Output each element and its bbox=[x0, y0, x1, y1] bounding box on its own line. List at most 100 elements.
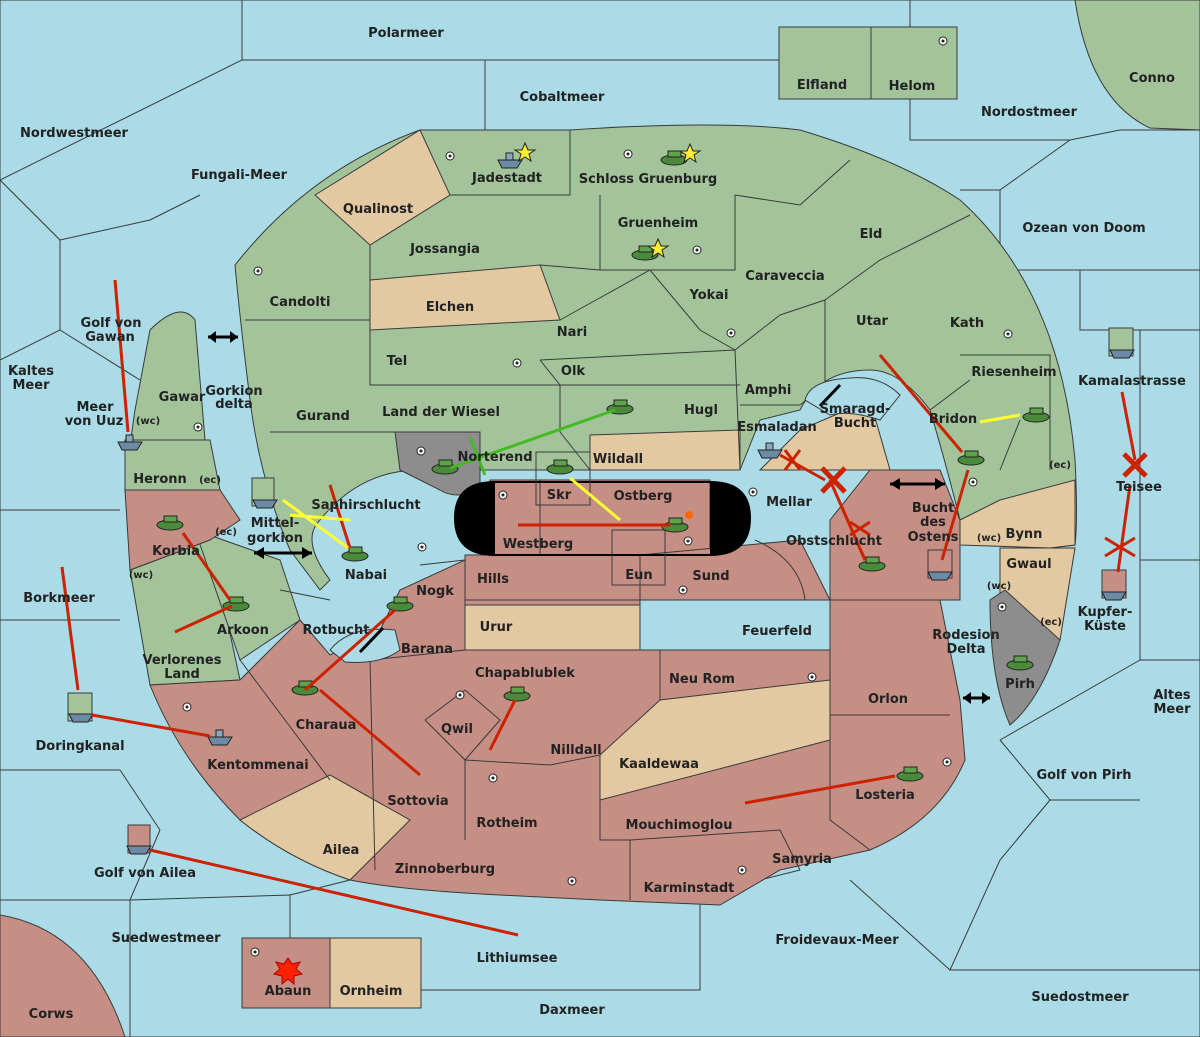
region-ornheim[interactable] bbox=[329, 937, 422, 1009]
tag-gwaul-ec: (ec) bbox=[1040, 617, 1062, 628]
tag-bynn-ec: (ec) bbox=[1049, 460, 1071, 471]
label-nordwestmeer: Nordwestmeer bbox=[20, 126, 128, 141]
region-elfland[interactable] bbox=[778, 26, 872, 100]
supply-center bbox=[250, 947, 260, 957]
label-obstschlucht: Obstschlucht bbox=[786, 534, 882, 549]
region-north-green bbox=[234, 124, 1077, 591]
supply-center bbox=[623, 149, 633, 159]
supply-center bbox=[678, 585, 688, 595]
region-smaragd-bucht[interactable] bbox=[804, 377, 901, 421]
label-feuerfeld: Feuerfeld bbox=[742, 624, 812, 639]
tank-unit[interactable] bbox=[341, 546, 369, 562]
label-gwaul: Gwaul bbox=[1006, 557, 1051, 572]
tank-unit[interactable] bbox=[1022, 407, 1050, 423]
tank-unit[interactable] bbox=[503, 686, 531, 702]
tank-unit[interactable] bbox=[386, 596, 414, 612]
label-barana: Barana bbox=[401, 642, 453, 657]
region-urur[interactable] bbox=[464, 604, 641, 651]
label-elfland: Elfland bbox=[797, 78, 847, 93]
label-helom: Helom bbox=[889, 79, 936, 94]
ship-unit[interactable] bbox=[1109, 349, 1135, 359]
label-suedostmeer: Suedostmeer bbox=[1031, 990, 1129, 1005]
capsule-left-cap bbox=[455, 482, 495, 555]
supply-center bbox=[807, 672, 817, 682]
tank-unit[interactable] bbox=[957, 450, 985, 466]
label-qualinost: Qualinost bbox=[343, 202, 413, 217]
supply-center bbox=[737, 865, 747, 875]
label-rodesion-delta-1: Rodesion bbox=[932, 628, 999, 643]
label-altes-meer-1: Altes bbox=[1153, 688, 1191, 703]
ship-unit[interactable] bbox=[1101, 591, 1127, 601]
explosion-icon bbox=[685, 511, 693, 519]
label-neu-rom: Neu Rom bbox=[669, 672, 735, 687]
label-zinnoberburg: Zinnoberburg bbox=[395, 862, 495, 877]
ship-unit[interactable] bbox=[757, 442, 783, 459]
supply-center bbox=[938, 36, 948, 46]
ship-unit[interactable] bbox=[126, 845, 152, 855]
ship-unit[interactable] bbox=[207, 729, 233, 746]
label-kupfer-kueste-2: Küste bbox=[1084, 619, 1126, 634]
supply-center bbox=[567, 876, 577, 886]
label-golf-von-ailea: Golf von Ailea bbox=[94, 866, 196, 881]
supply-center bbox=[683, 536, 693, 546]
label-schloss-gruenburg: Schloss Gruenburg bbox=[579, 172, 717, 187]
ship-unit[interactable] bbox=[252, 499, 278, 509]
label-land-der-wiesel: Land der Wiesel bbox=[382, 405, 500, 420]
region-conno[interactable] bbox=[1074, 0, 1200, 131]
region-ailea[interactable] bbox=[239, 774, 411, 881]
supply-center bbox=[1003, 329, 1013, 339]
supply-center bbox=[726, 328, 736, 338]
label-corws: Corws bbox=[29, 1007, 74, 1022]
label-utar: Utar bbox=[856, 314, 889, 329]
label-caraveccia: Caraveccia bbox=[745, 269, 824, 284]
label-eun: Eun bbox=[625, 568, 652, 583]
star-icon bbox=[678, 142, 702, 164]
supply-center bbox=[417, 542, 427, 552]
label-olk: Olk bbox=[561, 364, 586, 379]
label-mittelgorkion-1: Mittel- bbox=[251, 516, 300, 531]
label-abaun: Abaun bbox=[265, 984, 312, 999]
label-rotbucht: Rotbucht bbox=[303, 623, 370, 638]
label-rodesion-delta-2: Delta bbox=[946, 642, 985, 657]
label-skr: Skr bbox=[547, 488, 572, 503]
label-gorkion-delta-1: Gorkion bbox=[205, 384, 262, 399]
label-wildall: Wildall bbox=[593, 452, 643, 467]
label-golf-von-gawan-1: Golf von bbox=[81, 316, 142, 331]
land-borders bbox=[239, 130, 1051, 900]
ship-unit[interactable] bbox=[497, 152, 523, 169]
ship-unit[interactable] bbox=[68, 713, 94, 723]
tank-unit[interactable] bbox=[896, 766, 924, 782]
label-mouchimoglou: Mouchimoglou bbox=[626, 818, 733, 833]
region-bynn[interactable] bbox=[959, 479, 1076, 549]
tank-unit[interactable] bbox=[156, 515, 184, 531]
supply-center bbox=[253, 266, 263, 276]
tank-unit[interactable] bbox=[660, 150, 688, 166]
supply-center bbox=[445, 151, 455, 161]
label-kentommenai: Kentommenai bbox=[207, 758, 308, 773]
label-mittelgorkion-2: gorkion bbox=[247, 531, 303, 546]
label-golf-von-gawan-2: Gawan bbox=[85, 330, 134, 345]
label-bynn: Bynn bbox=[1006, 527, 1043, 542]
supply-center bbox=[692, 245, 702, 255]
tag-korbia-ec: (ec) bbox=[215, 527, 237, 538]
label-gawar: Gawar bbox=[159, 390, 206, 405]
ship-unit[interactable] bbox=[927, 571, 953, 581]
tag-bynn-wc: (wc) bbox=[977, 533, 1001, 544]
label-teisee: Teisee bbox=[1116, 480, 1162, 495]
label-chapablublek: Chapablublek bbox=[475, 666, 575, 681]
supply-center bbox=[488, 773, 498, 783]
ship-unit[interactable] bbox=[117, 434, 143, 451]
supply-center bbox=[748, 487, 758, 497]
label-amphi: Amphi bbox=[745, 383, 792, 398]
label-sottovia: Sottovia bbox=[387, 794, 448, 809]
label-gurand: Gurand bbox=[296, 409, 350, 424]
label-eld: Eld bbox=[860, 227, 883, 242]
tank-unit[interactable] bbox=[1006, 655, 1034, 671]
label-bucht-des-ostens-2: des bbox=[920, 515, 946, 530]
tank-unit[interactable] bbox=[546, 459, 574, 475]
tank-unit[interactable] bbox=[858, 556, 886, 572]
supply-centers bbox=[182, 36, 1013, 957]
label-ozean-von-doom: Ozean von Doom bbox=[1022, 221, 1145, 236]
region-korbia[interactable] bbox=[124, 489, 241, 571]
